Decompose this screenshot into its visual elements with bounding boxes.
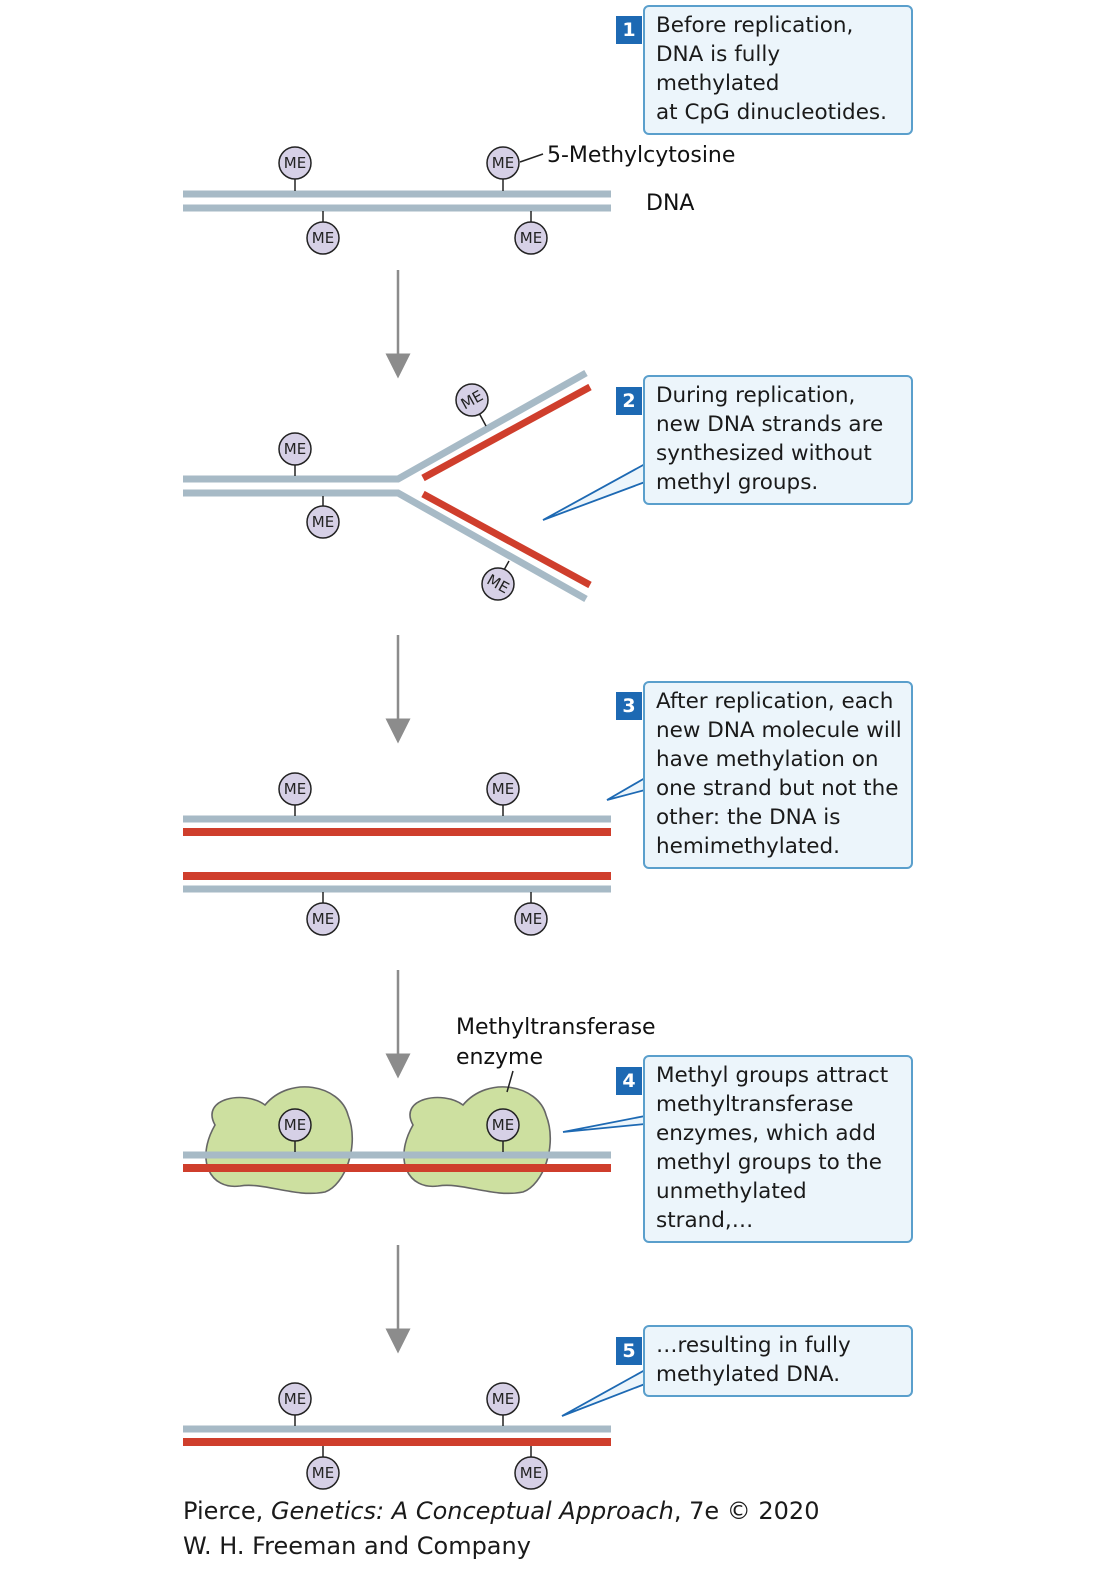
- credit-citation: Pierce, Genetics: A Conceptual Approach,…: [183, 1497, 819, 1525]
- methyl-group: ME: [514, 892, 548, 936]
- new-strand-bottom: [421, 490, 592, 589]
- step-2-line: During replication,: [656, 383, 856, 408]
- step-2-callout: During replication, new DNA strands are …: [643, 375, 913, 505]
- methyl-label: ME: [520, 229, 542, 247]
- step-3-badge: 3: [616, 692, 642, 720]
- methyl-group: ME: [278, 772, 312, 816]
- step-4-line: Methyl groups attract: [656, 1063, 889, 1088]
- methyl-label: ME: [284, 780, 306, 798]
- credit-book-title: Genetics: A Conceptual Approach: [270, 1497, 674, 1525]
- stage-3-hemimethylated-dna: ME ME ME ME: [183, 772, 646, 936]
- step-3-line: have methylation on: [656, 747, 879, 772]
- step-2-line: methyl groups.: [656, 470, 819, 495]
- step-1-line: Before replication,: [656, 13, 854, 38]
- methyl-group: ME: [481, 560, 515, 601]
- step-5-badge: 5: [616, 1337, 642, 1365]
- step-4-line: unmethylated strand,…: [656, 1179, 807, 1233]
- credit-author: Pierce,: [183, 1497, 271, 1525]
- methyl-label: ME: [312, 910, 334, 928]
- step-4-line: enzymes, which add: [656, 1121, 876, 1146]
- step-4-callout: Methyl groups attract methyltransferase …: [643, 1055, 913, 1243]
- methyltransferase-enzyme: [205, 1086, 353, 1195]
- methyl-label: ME: [520, 1464, 542, 1482]
- methyl-group: ME: [306, 496, 340, 539]
- methyl-group: ME: [278, 432, 312, 476]
- parent-strand-top: [183, 369, 588, 483]
- methyl-group: ME: [486, 772, 520, 816]
- methyl-label: ME: [492, 780, 514, 798]
- methyl-label: ME: [520, 910, 542, 928]
- methyl-group: ME: [278, 1108, 312, 1152]
- parent-strand-bottom: [183, 489, 588, 603]
- methyl-label: ME: [492, 1390, 514, 1408]
- methyl-group: ME: [486, 1382, 520, 1426]
- callout-2-pointer: [542, 463, 646, 521]
- callout-5-pointer: [561, 1369, 646, 1417]
- methylcytosine-leader: [519, 153, 544, 163]
- new-strand-top: [421, 383, 592, 482]
- step-2-badge: 2: [616, 387, 642, 415]
- methylcytosine-label: 5-Methylcytosine: [547, 143, 735, 168]
- enzyme-label-line2: enzyme: [456, 1045, 543, 1070]
- methyl-group: ME: [278, 146, 312, 191]
- step-2-line: new DNA strands are: [656, 412, 884, 437]
- methyl-label: ME: [284, 154, 306, 172]
- methyl-label: ME: [284, 440, 306, 458]
- callout-3-pointer: [606, 777, 646, 801]
- step-4-badge: 4: [616, 1067, 642, 1095]
- methyl-label: ME: [312, 229, 334, 247]
- step-5-callout: …resulting in fully methylated DNA.: [643, 1325, 913, 1397]
- methyl-label: ME: [284, 1390, 306, 1408]
- methyltransferase-enzyme: [403, 1086, 551, 1195]
- step-2-line: synthesized without: [656, 441, 872, 466]
- step-4-line: methyltransferase: [656, 1092, 854, 1117]
- step-5-line: methylated DNA.: [656, 1362, 841, 1387]
- callout-4-pointer: [562, 1115, 646, 1133]
- methyl-group: ME: [486, 1108, 520, 1152]
- methyl-label: ME: [284, 1116, 306, 1134]
- step-1-line: at CpG dinucleotides.: [656, 100, 887, 125]
- step-5-line: …resulting in fully: [656, 1333, 851, 1358]
- stage-2-replication-fork: ME ME ME ME: [183, 369, 646, 603]
- methyl-group: ME: [306, 892, 340, 936]
- stage-5-fully-methylated-dna: ME ME ME ME: [183, 1369, 646, 1490]
- methyl-group: ME: [455, 383, 489, 427]
- step-3-callout: After replication, each new DNA molecule…: [643, 681, 913, 869]
- step-4-line: methyl groups to the: [656, 1150, 882, 1175]
- step-3-line: other: the DNA is: [656, 805, 841, 830]
- methyl-group: ME: [486, 146, 520, 191]
- enzyme-label-line1: Methyltransferase: [456, 1015, 656, 1040]
- step-3-line: one strand but not the: [656, 776, 899, 801]
- methyl-label: ME: [312, 1464, 334, 1482]
- methyl-label: ME: [492, 154, 514, 172]
- dna-label: DNA: [646, 191, 694, 216]
- credit-edition: , 7e © 2020: [673, 1497, 820, 1525]
- methyl-group: ME: [278, 1382, 312, 1426]
- methyl-group: ME: [514, 211, 548, 255]
- step-1-badge: 1: [616, 16, 642, 44]
- stage-1-fully-methylated-dna: ME ME ME ME 5-Methylcytosine DNA: [183, 103, 735, 255]
- step-3-line: new DNA molecule will: [656, 718, 902, 743]
- methyl-label: ME: [492, 1116, 514, 1134]
- enzyme-leader: [506, 1070, 514, 1093]
- credit-publisher: W. H. Freeman and Company: [183, 1532, 531, 1560]
- step-3-line: hemimethylated.: [656, 834, 841, 859]
- methyl-group: ME: [306, 1446, 340, 1490]
- step-1-callout: Before replication, DNA is fully methyla…: [643, 5, 913, 135]
- methyl-label: ME: [312, 513, 334, 531]
- stage-4-methyltransferase-binding: ME ME Methyltransferase enzyme: [183, 1015, 656, 1195]
- methyl-group: ME: [514, 1446, 548, 1490]
- step-1-line: DNA is fully methylated: [656, 42, 781, 96]
- methyl-group: ME: [306, 211, 340, 255]
- step-3-line: After replication, each: [656, 689, 894, 714]
